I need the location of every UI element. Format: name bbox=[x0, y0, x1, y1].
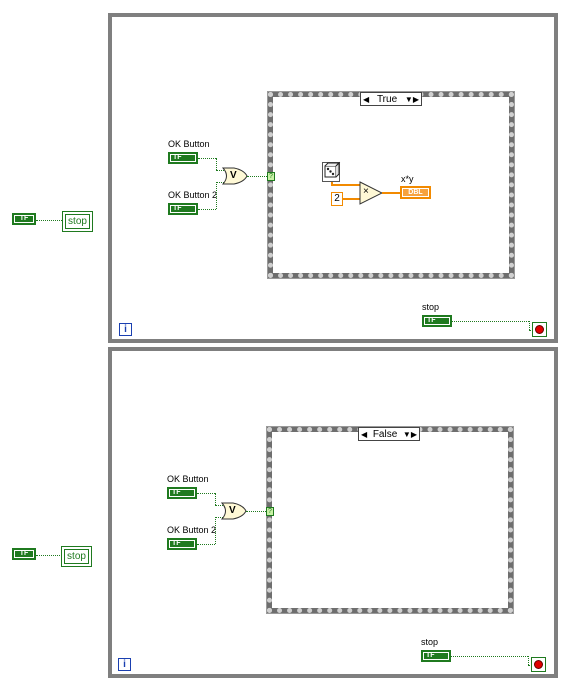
ok1-wire-h bbox=[198, 158, 216, 159]
ok-button-glyph: TF bbox=[171, 154, 195, 161]
case-structure[interactable] bbox=[266, 426, 514, 614]
stop-wire-h2 bbox=[529, 330, 533, 331]
ok2-wire-h2 bbox=[215, 517, 223, 518]
stop-dot-icon bbox=[534, 660, 543, 669]
stop-dot-icon bbox=[535, 325, 544, 334]
case-selector-terminal: ? bbox=[267, 172, 275, 181]
case-structure[interactable] bbox=[267, 91, 515, 279]
or-gate-icon[interactable] bbox=[220, 502, 247, 520]
ok-button-label: OK Button bbox=[167, 474, 209, 484]
random-number-icon[interactable] bbox=[322, 161, 341, 182]
or-to-case-wire bbox=[246, 511, 266, 512]
ok-button-2-terminal[interactable]: TF bbox=[168, 203, 198, 215]
const-wire bbox=[343, 198, 361, 200]
ok2-wire-h bbox=[198, 209, 216, 210]
stop-control-terminal[interactable]: TF bbox=[421, 650, 451, 662]
indicator-label: x*y bbox=[401, 174, 414, 184]
ok-button-2-terminal[interactable]: TF bbox=[167, 538, 197, 550]
iteration-terminal: i bbox=[119, 323, 132, 336]
or-to-case-wire bbox=[247, 176, 267, 177]
multiply-to-indicator-wire bbox=[382, 192, 400, 194]
ok-button-terminal[interactable]: TF bbox=[168, 152, 198, 164]
or-symbol: V bbox=[230, 170, 237, 181]
stop-control-glyph: TF bbox=[424, 652, 448, 659]
case-selector-value: False bbox=[372, 428, 398, 440]
case-selector[interactable]: ◀ False ▼▶ bbox=[358, 427, 420, 441]
ok2-wire-v bbox=[215, 517, 216, 544]
stop-control-label: stop bbox=[421, 637, 439, 647]
prev-case-icon[interactable]: ◀ bbox=[363, 94, 370, 104]
ok1-wire-v bbox=[216, 158, 217, 170]
false-constant-glyph: TF bbox=[15, 215, 33, 222]
ok-button-terminal[interactable]: TF bbox=[167, 487, 197, 499]
const-to-local-wire bbox=[36, 220, 62, 221]
ok-button-2-glyph: TF bbox=[170, 540, 194, 547]
dbl-indicator[interactable]: DBL bbox=[400, 186, 431, 199]
conditional-terminal-icon[interactable] bbox=[531, 657, 546, 672]
stop-local-variable[interactable]: stop bbox=[61, 546, 92, 567]
multiply-symbol: × bbox=[363, 186, 369, 197]
or-symbol: V bbox=[229, 505, 236, 516]
ok2-wire-h2 bbox=[216, 182, 224, 183]
prev-case-icon[interactable]: ◀ bbox=[361, 429, 368, 439]
constant-two[interactable]: 2 bbox=[331, 192, 343, 206]
iteration-terminal: i bbox=[118, 658, 131, 671]
stop-wire-h2 bbox=[528, 665, 532, 666]
ok1-wire-h2 bbox=[216, 170, 224, 171]
stop-wire-v bbox=[528, 656, 529, 665]
case-dropdown-icon[interactable]: ▼▶ bbox=[402, 429, 417, 439]
ok1-wire-h bbox=[197, 493, 215, 494]
ok2-wire-v bbox=[216, 182, 217, 209]
ok-button-2-label: OK Button 2 bbox=[167, 525, 217, 535]
ok1-wire-h2 bbox=[215, 505, 223, 506]
stop-wire-h bbox=[451, 656, 528, 657]
ok2-wire-h bbox=[197, 544, 215, 545]
ok-button-2-glyph: TF bbox=[171, 205, 195, 212]
stop-wire-h bbox=[452, 321, 529, 322]
ok-button-label: OK Button bbox=[168, 139, 210, 149]
ok-button-glyph: TF bbox=[170, 489, 194, 496]
rand-wire-h bbox=[331, 184, 361, 186]
ok1-wire-v bbox=[215, 493, 216, 505]
multiply-icon[interactable] bbox=[359, 181, 384, 205]
dbl-indicator-type: DBL bbox=[403, 189, 428, 196]
false-constant[interactable]: TF bbox=[12, 548, 36, 560]
stop-control-label: stop bbox=[422, 302, 440, 312]
case-selector-terminal: ? bbox=[266, 507, 274, 516]
ok-button-2-label: OK Button 2 bbox=[168, 190, 218, 200]
const-to-local-wire bbox=[36, 555, 62, 556]
stop-local-variable[interactable]: stop bbox=[62, 211, 93, 232]
stop-wire-v bbox=[529, 321, 530, 330]
or-gate-icon[interactable] bbox=[221, 167, 248, 185]
rand-wire-v bbox=[331, 182, 333, 185]
conditional-terminal-icon[interactable] bbox=[532, 322, 547, 337]
stop-control-terminal[interactable]: TF bbox=[422, 315, 452, 327]
case-selector-value: True bbox=[376, 93, 398, 105]
false-constant[interactable]: TF bbox=[12, 213, 36, 225]
false-constant-glyph: TF bbox=[15, 550, 33, 557]
case-dropdown-icon[interactable]: ▼▶ bbox=[404, 94, 419, 104]
stop-control-glyph: TF bbox=[425, 317, 449, 324]
case-selector[interactable]: ◀ True ▼▶ bbox=[360, 92, 422, 106]
